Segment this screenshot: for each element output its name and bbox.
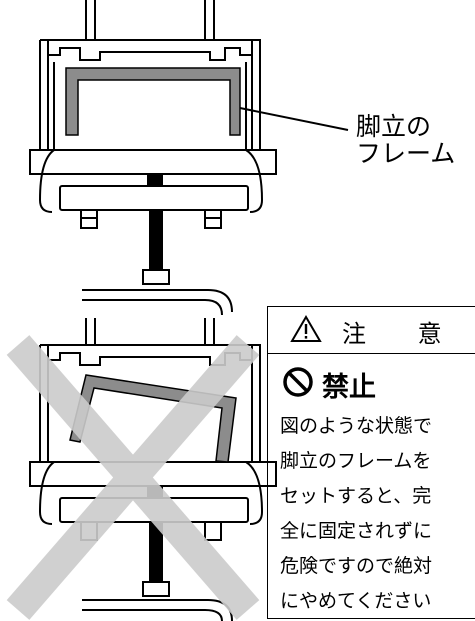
prohibition-icon	[283, 367, 313, 397]
ladder-frame-correct	[65, 67, 241, 136]
prohibited-cross-mark	[6, 335, 260, 620]
callout-leader-line	[239, 107, 349, 131]
warning-triangle-icon	[290, 315, 322, 342]
frame-callout-label: 脚立の フレーム	[356, 113, 455, 167]
caution-line: 図のような状態で	[280, 415, 433, 437]
caution-box: 注 意 禁止 図のような状態で 脚立のフレームを セットすると、完 全に固定され…	[267, 306, 475, 619]
correct-setup-illustration	[29, 0, 277, 316]
caution-title: 注 意	[342, 320, 464, 348]
callout-line-2: フレーム	[356, 139, 456, 168]
caution-body: 図のような状態で 脚立のフレームを セットすると、完 全に固定されずに 危険です…	[280, 409, 475, 618]
caution-line: 脚立のフレームを	[280, 450, 432, 472]
caution-header: 注 意	[268, 307, 475, 354]
caution-line: 全に固定されずに	[280, 520, 433, 542]
caution-line: セットすると、完	[280, 485, 432, 507]
prohibit-label: 禁止	[322, 372, 376, 403]
callout-line-1: 脚立の	[356, 112, 432, 141]
caution-line: にやめてください	[280, 590, 432, 612]
caution-line: 危険ですので絶対	[280, 555, 433, 577]
